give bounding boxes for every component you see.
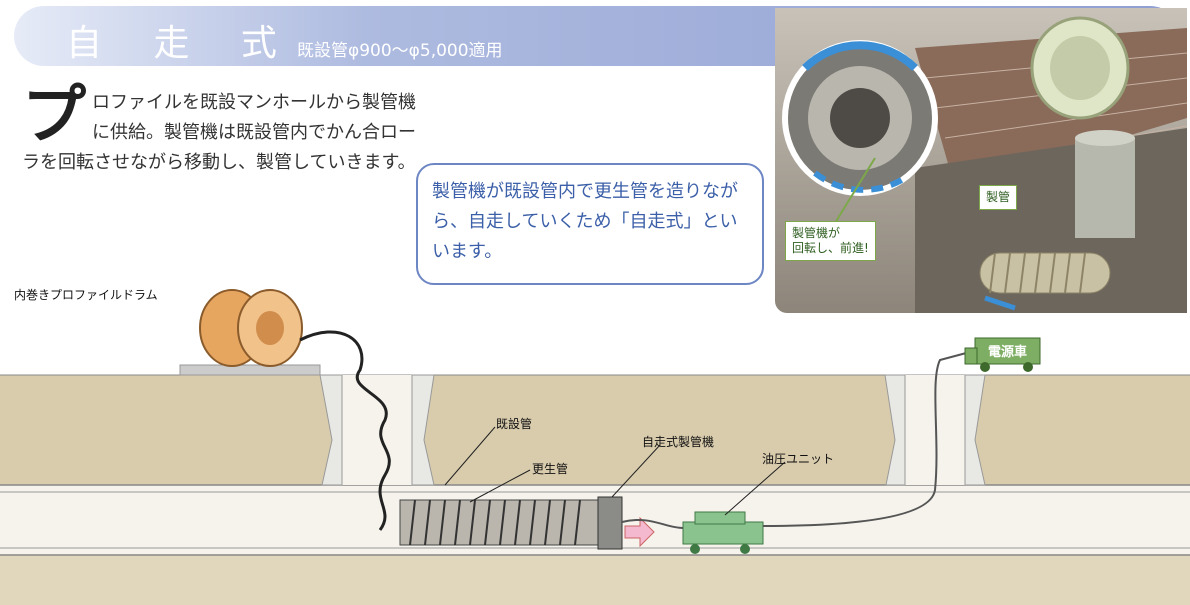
intro-drop-cap: プ	[22, 79, 86, 153]
hydraulic-hose	[762, 351, 971, 527]
hydraulic-unit-icon	[682, 511, 764, 554]
intro-paragraph: プ ロファイルを既設マンホールから製管機に供給。製管機は既設管内でかん合ローラを…	[22, 79, 422, 178]
page-title: 自 走 式	[66, 23, 297, 64]
profile-strip-coil	[299, 330, 391, 531]
profile-drum-icon	[199, 289, 303, 367]
direction-arrow-icon	[624, 516, 655, 548]
label-drum: 内巻きプロファイルドラム	[14, 288, 158, 302]
machine-photo: 製管 製管機が 回転し、前進!	[775, 8, 1187, 313]
label-hydraulic-unit: 油圧ユニット	[762, 452, 835, 466]
manhole-left	[342, 375, 412, 485]
photo-label-machine: 製管機が 回転し、前進!	[785, 221, 876, 261]
callout-text: 製管機が既設管内で更生管を造りながら、自走していくため「自走式」といいます。	[432, 181, 738, 262]
label-renewal-pipe: 更生管	[532, 462, 569, 476]
machine-photo-illustration	[775, 8, 1187, 313]
power-car-icon	[964, 337, 1041, 372]
label-existing-pipe: 既設管	[496, 417, 533, 431]
cross-section-diagram	[0, 289, 1190, 605]
label-machine: 自走式製管機	[642, 435, 715, 449]
intro-text: ロファイルを既設マンホールから製管機に供給。製管機は既設管内でかん合ローラを回転…	[22, 92, 416, 173]
callout-box: 製管機が既設管内で更生管を造りながら、自走していくため「自走式」といいます。	[416, 163, 764, 285]
self-propelled-machine	[597, 496, 623, 550]
label-power-car: 電源車	[988, 345, 1028, 360]
page-subtitle: 既設管φ900〜φ5,000適用	[297, 41, 503, 61]
photo-label-pipe: 製管	[979, 185, 1018, 210]
